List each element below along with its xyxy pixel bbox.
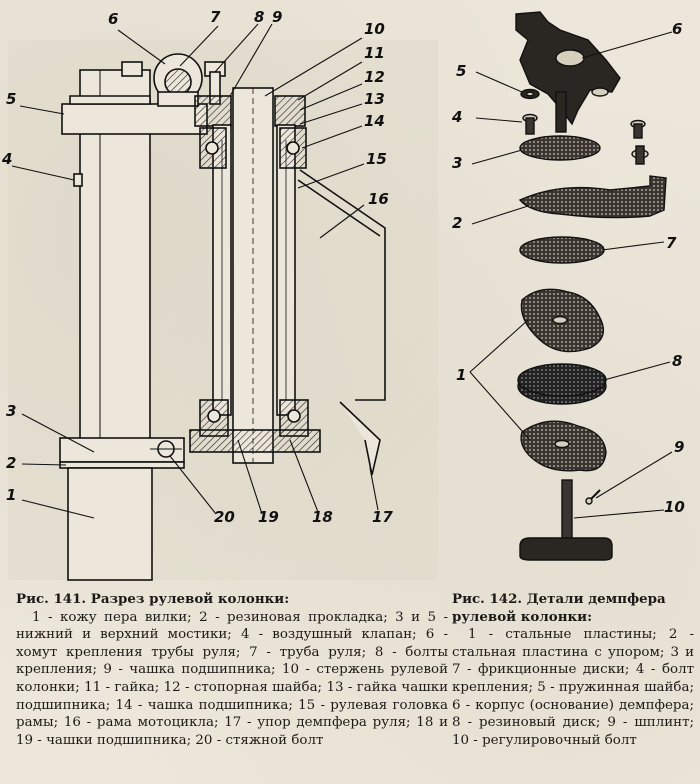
fig141-callout-20: 20 [214,508,235,526]
fig141-caption-title: Рис. 141. Разрез рулевой колонки: [16,591,290,607]
fig141-callout-1: 1 [6,486,16,504]
fig141-callout-9: 9 [272,8,282,26]
fig142-callout-6: 6 [672,20,682,38]
adjusting-bolt-shank [561,479,573,547]
fig141-caption: Рис. 141. Разрез рулевой колонки: 1 - ко… [16,591,448,749]
fig142-drawing [469,11,673,561]
bolt-left [522,113,538,135]
fig142-callout-3: 3 [452,154,462,172]
fig141-callout-14: 14 [364,112,385,130]
fig142-callout-10: 10 [664,498,685,516]
fig141-callout-15: 15 [366,150,387,168]
plate-with-stop [518,175,667,219]
fig141-callout-3: 3 [6,402,16,420]
fig141-callout-18: 18 [312,508,333,526]
friction-disc-bottom [519,236,605,264]
fig141-callout-11: 11 [364,44,385,62]
fig142-caption: Рис. 142. Детали демпфера рулевой колонк… [452,591,694,749]
fig142-callout-4: 4 [451,108,462,126]
fig141-callout-19: 19 [258,508,279,526]
fig142-callout-9: 9 [674,438,684,456]
fig141-callout-17: 17 [372,508,393,526]
damper-body [515,11,621,126]
bolt-right [630,119,649,165]
fig142-callouts: 6 5 4 3 2 7 8 1 9 10 [451,20,685,516]
fig142-callout-7: 7 [666,234,677,252]
fig141-callout-16: 16 [368,190,389,208]
friction-disc-top [519,135,601,161]
fig141-callout-2: 2 [6,454,16,472]
fig141-callout-5: 5 [6,90,16,108]
fig141-callout-8: 8 [254,8,264,26]
fig142-caption-title: Рис. 142. Детали демпфера рулевой колонк… [452,591,666,625]
fig141-callout-10: 10 [364,20,385,38]
adjusting-bolt-handle [519,537,613,561]
fig142-callout-2: 2 [452,214,462,232]
fig142-callout-8: 8 [672,352,682,370]
fig141-callout-12: 12 [364,68,385,86]
fig141-callout-6: 6 [108,10,118,28]
motorcycle-frame [299,169,386,401]
fig141-callouts: 6 7 8 9 10 11 12 13 14 15 16 5 4 3 2 1 2… [1,8,393,526]
fork-slider [67,467,153,581]
steering-stem [232,87,274,464]
handlebar-tube [164,68,192,96]
fig142-caption-body: 1 - стальные пластины; 2 - стальная плас… [452,627,694,748]
fig141-callout-7: 7 [210,8,221,26]
fig141-callout-13: 13 [364,90,385,108]
fig141-callout-4: 4 [1,150,12,168]
upper-bridge [61,103,208,135]
fig142-callout-1: 1 [456,366,466,384]
fig141-drawing [8,23,438,581]
fig142-callout-5: 5 [456,62,466,80]
fig141-caption-body: 1 - кожу пера вилки; 2 - резиновая прокл… [16,609,448,748]
